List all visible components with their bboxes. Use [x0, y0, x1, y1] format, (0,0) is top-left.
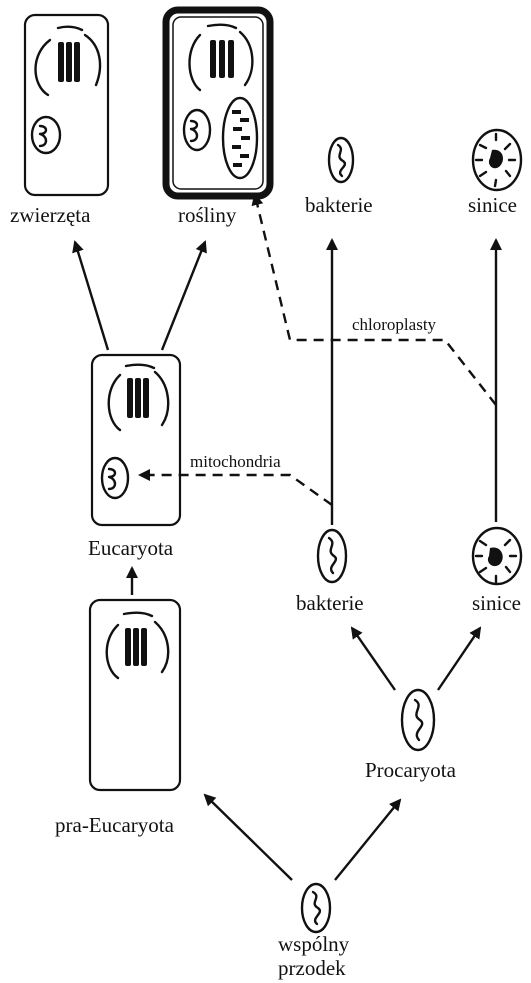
cyanobacterium-middle-icon: [473, 528, 521, 584]
dashed-chloroplasty-line: [255, 195, 496, 405]
plant-cell-icon: [166, 10, 270, 196]
label-bakterie-middle: bakterie: [296, 591, 364, 615]
label-eucaryota: Eucaryota: [88, 536, 174, 560]
label-pra-eucaryota: pra-Eucaryota: [55, 813, 175, 837]
label-sinice-top: sinice: [468, 193, 517, 217]
bacterium-top-icon: [329, 138, 353, 182]
label-mitochondria: mitochondria: [190, 452, 281, 471]
arrow-procaryota-to-sinice: [438, 628, 480, 690]
common-ancestor-cell-icon: [302, 884, 330, 932]
pra-eucaryota-cell-icon: [90, 600, 180, 790]
arrow-ancestor-to-pra: [205, 795, 292, 880]
eucaryota-cell-icon: [92, 355, 180, 525]
arrow-eucaryota-to-zwierzeta: [75, 242, 108, 350]
label-rosliny: rośliny: [178, 203, 237, 227]
cyanobacterium-top-icon: [473, 130, 521, 190]
bacterium-middle-icon: [318, 530, 346, 582]
label-przodek: przodek: [278, 956, 346, 980]
procaryota-cell-icon: [402, 690, 434, 750]
animal-cell-icon: [25, 15, 108, 195]
label-wspolny: wspólny: [278, 932, 350, 956]
arrow-eucaryota-to-rosliny: [162, 242, 205, 350]
label-sinice-middle: sinice: [472, 591, 521, 615]
label-procaryota: Procaryota: [365, 758, 457, 782]
label-zwierzeta: zwierzęta: [10, 203, 91, 227]
arrow-procaryota-to-bakterie: [352, 628, 395, 690]
label-chloroplasty: chloroplasty: [352, 315, 437, 334]
arrow-ancestor-to-procaryota: [335, 800, 400, 880]
label-bakterie-top: bakterie: [305, 193, 373, 217]
